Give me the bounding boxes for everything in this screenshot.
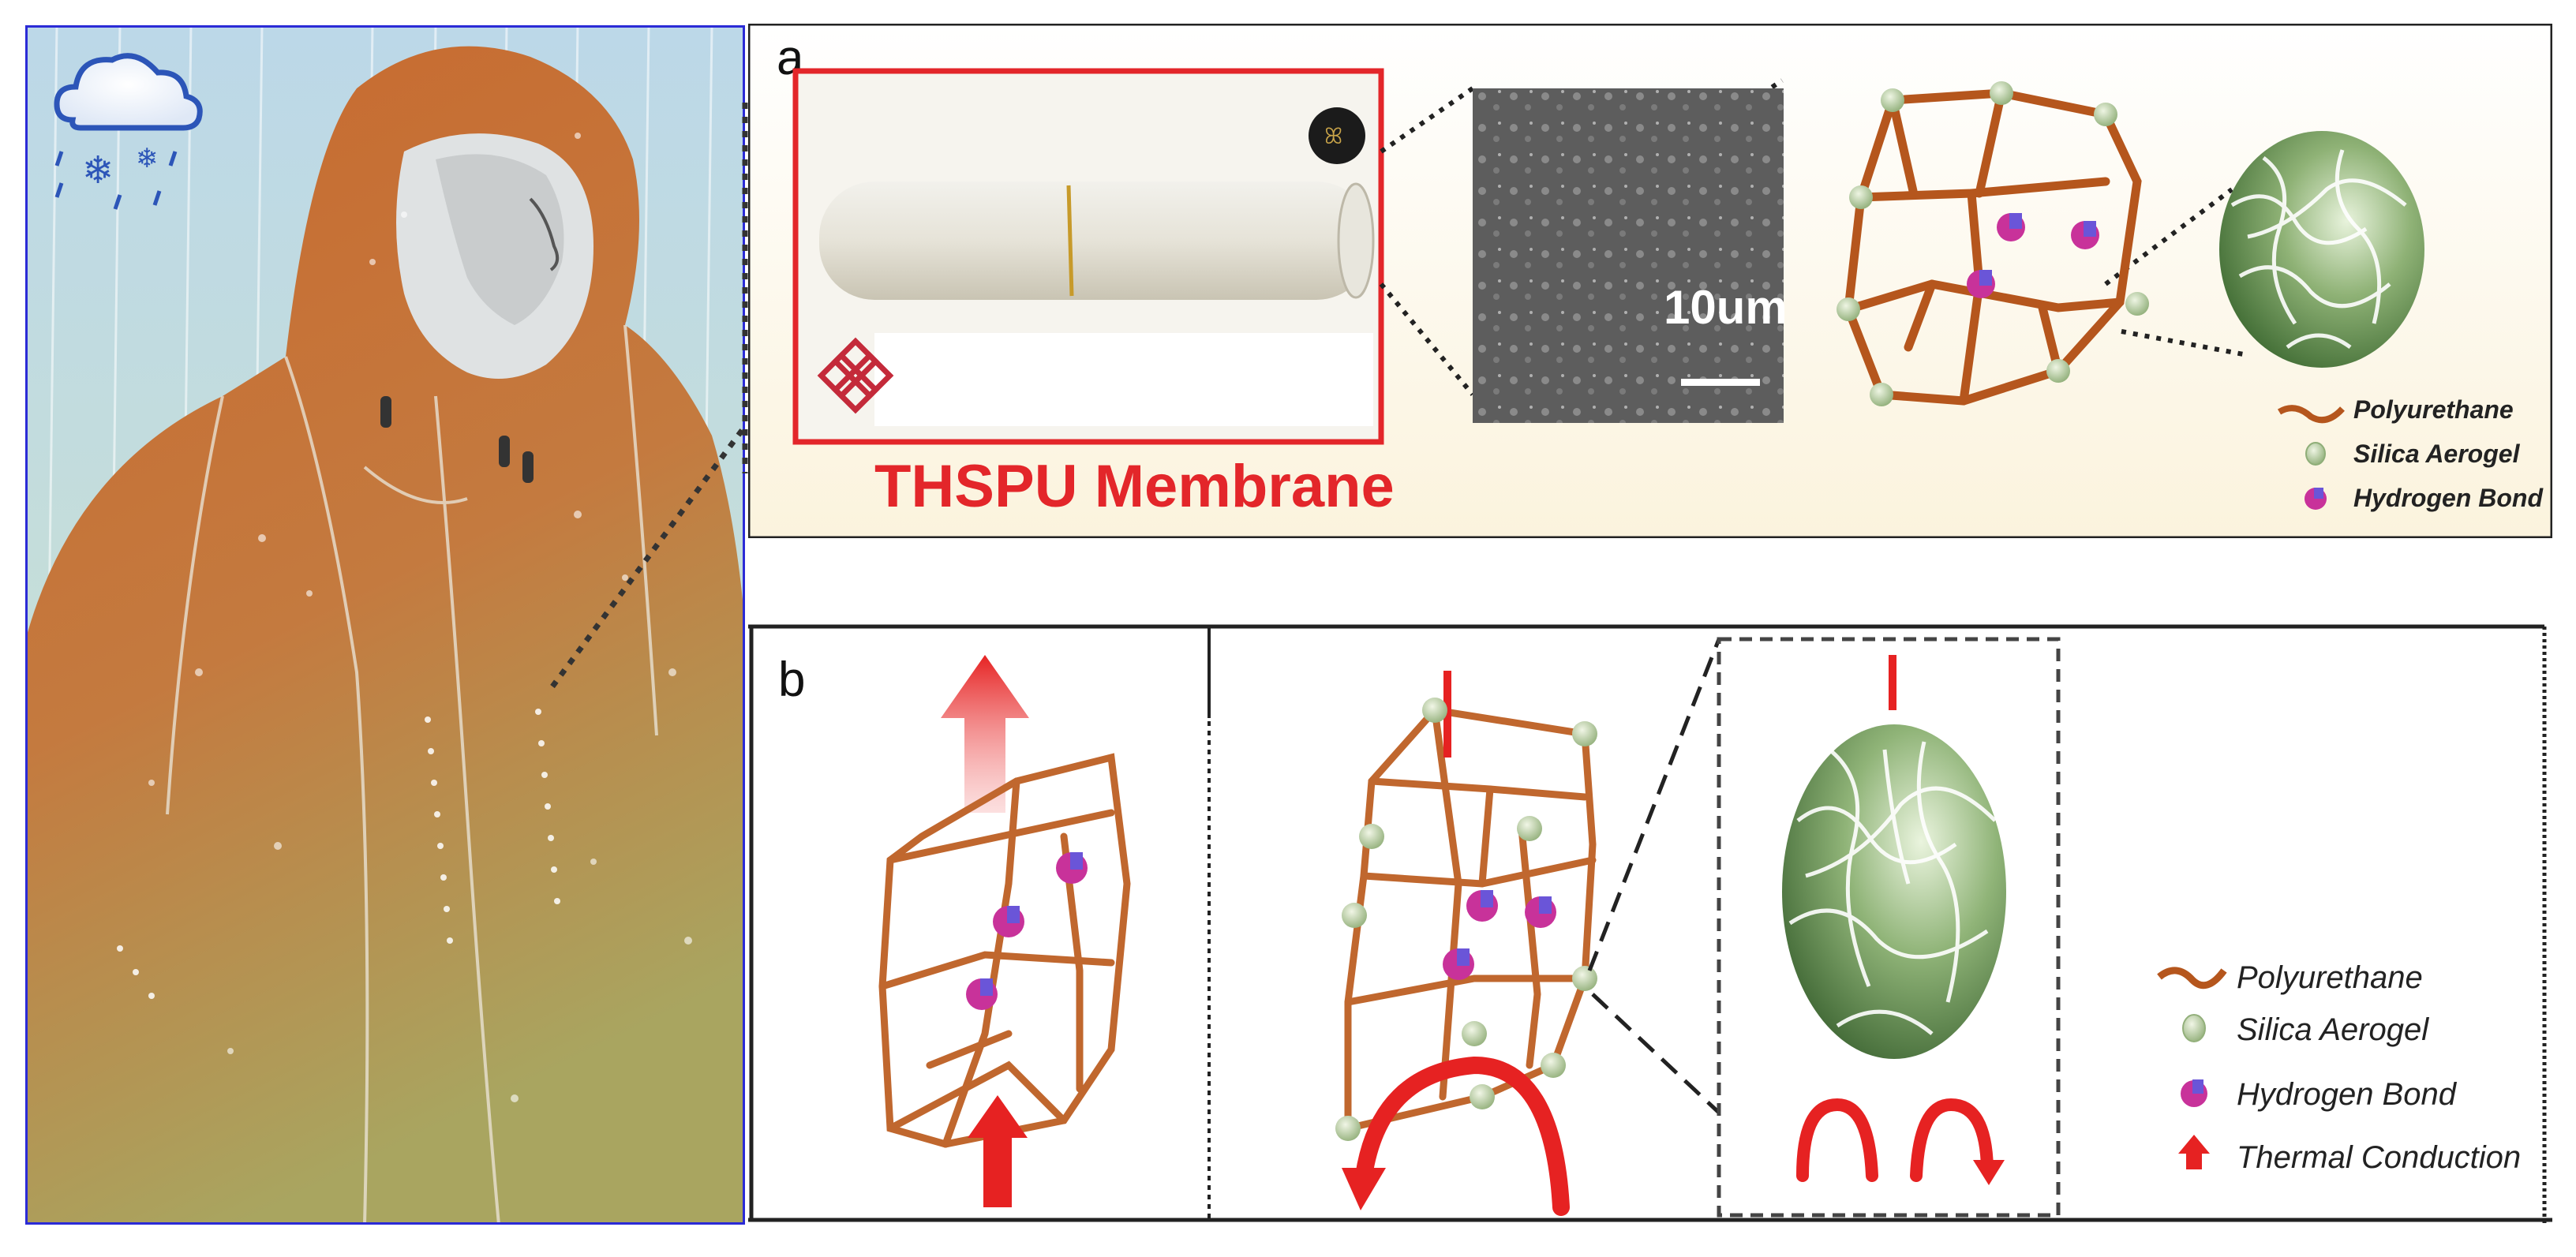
thermal-arrow-up-top [941, 655, 1029, 813]
rain-drops-icon [54, 151, 178, 210]
thermal-curved-arrows-middle [1355, 1056, 1570, 1216]
silica-sphere-icon [2305, 442, 2326, 466]
pu-network-b-left [878, 753, 1131, 1148]
silica-aerogel-sphere-b [1782, 724, 2006, 1059]
svg-text:❄: ❄ [82, 150, 114, 192]
snowflake-icon: ❄ ❄ [82, 144, 159, 192]
legend-a-hydrogen: Hydrogen Bond [2353, 484, 2544, 512]
legend-a-polyurethane: Polyurethane [2353, 395, 2514, 424]
university-logo [817, 337, 894, 414]
panel-a: a ꕤ THSPU Membrane [746, 21, 2555, 541]
hydrogen-bond-nodes-b-middle [1443, 890, 1556, 980]
cloud-icon [54, 53, 203, 131]
legend-b-polyurethane: Polyurethane [2237, 960, 2423, 995]
silica-sphere-icon [2182, 1014, 2206, 1042]
polyurethane-strand-icon [2277, 405, 2345, 424]
membrane-title: THSPU Membrane [874, 453, 1395, 520]
sem-micrograph: 10um [1473, 88, 1788, 423]
raincoat-illustration: ❄ ❄ [25, 24, 745, 1225]
scale-bar-label: 10um [1664, 281, 1788, 334]
zoom-lines-b [1587, 638, 1721, 1114]
legend-b-hydrogen: Hydrogen Bond [2237, 1077, 2458, 1112]
legend-b: Polyurethane Silica Aerogel Hydrogen Bon… [2157, 960, 2521, 1175]
panel-b: b [748, 623, 2552, 1223]
hydrogen-bond-nodes-b-left [966, 852, 1088, 1010]
thermal-arrowhead-middle [1342, 1168, 1386, 1210]
hydrogen-bond-nodes-a [1967, 213, 2099, 298]
zoom-box-b [1717, 637, 2061, 1218]
raincoat-figure [25, 46, 745, 1225]
membrane-photo: ꕤ [792, 68, 1384, 445]
svg-text:ꕤ: ꕤ [1324, 124, 1342, 148]
silica-nodes-b-middle [1335, 698, 1597, 1141]
hydrogen-bond-icon [2305, 488, 2327, 510]
panel-b-canvas: b [748, 623, 2552, 1223]
svg-text:❄: ❄ [136, 144, 159, 174]
thermal-arrow-icon [2178, 1135, 2210, 1169]
legend-b-thermal: Thermal Conduction [2237, 1140, 2521, 1175]
thermal-arrowhead-sphere [1973, 1160, 2005, 1185]
silica-nodes-a [1837, 81, 2149, 406]
thermal-curved-arrows-sphere [1796, 1098, 1994, 1182]
polyurethane-strand-icon [2157, 967, 2227, 990]
scale-bar [1681, 379, 1760, 386]
hydrogen-bond-icon [2181, 1079, 2207, 1107]
silica-aerogel-sphere-a [2219, 131, 2424, 368]
legend-a: Polyurethane Silica Aerogel Hydrogen Bon… [2277, 395, 2544, 512]
panel-a-canvas: a ꕤ THSPU Membrane [746, 21, 2555, 541]
raincoat-scene: ❄ ❄ [25, 24, 745, 1225]
panel-b-label: b [778, 653, 805, 707]
legend-b-silica: Silica Aerogel [2237, 1012, 2429, 1047]
thermal-arrow-up-bottom [968, 1095, 1028, 1207]
legend-a-silica: Silica Aerogel [2353, 440, 2521, 468]
